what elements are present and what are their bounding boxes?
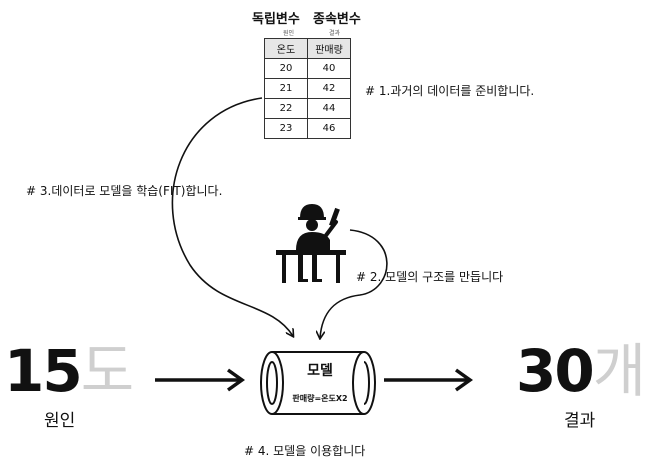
output-caption: 결과 xyxy=(564,411,596,431)
model-formula: 판매량=온도X2 xyxy=(292,394,348,403)
output-unit: 개 xyxy=(592,337,647,405)
table-row: 23 46 xyxy=(264,118,351,139)
step-4-note: # 4. 모델을 이용합니다 xyxy=(244,444,366,458)
column-header-temperature: 온도 xyxy=(264,38,308,59)
independent-variable-subtitle: 원인 xyxy=(283,30,295,37)
input-unit: 도 xyxy=(80,337,135,405)
step-1-note: # 1.과거의 데이터를 준비합니다. xyxy=(365,84,535,98)
input-value: 15 xyxy=(4,337,83,405)
input-value-group: 15도 xyxy=(4,342,134,400)
model-cylinder xyxy=(260,351,376,415)
step-2-note: # 2. 모델의 구조를 만듭니다 xyxy=(356,270,504,284)
column-header-sales: 판매량 xyxy=(307,38,351,59)
dependent-variable-subtitle: 결과 xyxy=(329,30,341,37)
table-row: 21 42 xyxy=(264,78,351,99)
worker-at-desk-icon xyxy=(276,204,346,283)
training-data-table: 온도 판매량 20 40 21 42 22 44 23 46 xyxy=(264,38,351,139)
independent-variable-header: 독립변수 xyxy=(252,12,300,27)
output-value-group: 30개 xyxy=(516,342,646,400)
output-value: 30 xyxy=(516,337,595,405)
dependent-variable-header: 종속변수 xyxy=(313,12,361,27)
table-row: 22 44 xyxy=(264,98,351,119)
table-header-row: 온도 판매량 xyxy=(264,38,351,59)
training-flow-arrow xyxy=(171,97,293,336)
structure-flow-arrow xyxy=(320,229,388,338)
model-title: 모델 xyxy=(307,363,333,379)
table-cell: 46 xyxy=(307,118,351,139)
input-caption: 원인 xyxy=(44,411,76,431)
